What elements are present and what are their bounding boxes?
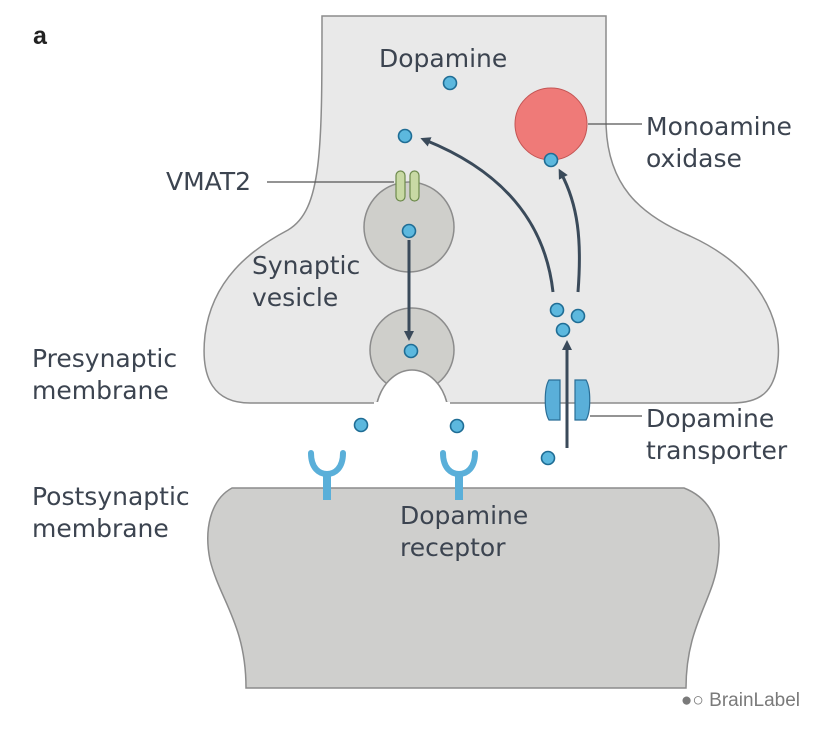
degradation-arrow — [558, 168, 581, 293]
transporter-label-line-1: Dopamine — [646, 404, 775, 433]
postsynaptic-label-line-2: membrane — [32, 514, 169, 543]
dopamine-receptor-label: Dopamine receptor — [400, 500, 528, 564]
dopamine-molecule — [397, 128, 413, 144]
presynaptic-label-line-1: Presynaptic — [32, 344, 178, 373]
dopamine-receptor-right — [440, 450, 478, 500]
synaptic-vesicle-label: Synaptic vesicle — [252, 250, 360, 314]
dopamine-molecule — [570, 308, 586, 324]
panel-label: a — [33, 22, 47, 50]
presynaptic-membrane-label: Presynaptic membrane — [32, 343, 177, 407]
watermark: ●○ BrainLabel — [681, 690, 800, 712]
monoamine-oxidase-enzyme — [514, 87, 588, 161]
dopamine-molecule — [353, 417, 369, 433]
mao-label-line-1: Monoamine — [646, 112, 792, 141]
postsynaptic-label-line-1: Postsynaptic — [32, 482, 190, 511]
mao-label-line-2: oxidase — [646, 144, 742, 173]
dopamine-molecule — [449, 418, 465, 434]
postsynaptic-membrane-label: Postsynaptic membrane — [32, 481, 190, 545]
dopamine-molecule — [540, 450, 556, 466]
postsynaptic-terminal — [207, 487, 720, 689]
dopamine-molecules — [353, 75, 586, 466]
dopamine-molecule — [543, 152, 559, 168]
dopamine-molecule — [401, 223, 417, 239]
dopamine-molecule — [403, 343, 419, 359]
watermark-text: BrainLabel — [709, 690, 800, 711]
dopamine-transporter-channel — [544, 379, 591, 421]
dopamine-transporter-label: Dopamine transporter — [646, 403, 787, 467]
vesicle-label-line-1: Synaptic — [252, 251, 361, 280]
monoamine-oxidase-label: Monoamine oxidase — [646, 111, 792, 175]
receptor-label-line-2: receptor — [400, 533, 506, 562]
wechat-icon: ●○ — [680, 690, 704, 711]
receptor-label-line-1: Dopamine — [400, 501, 529, 530]
transporter-label-line-2: transporter — [646, 436, 788, 465]
dopamine-molecule — [549, 302, 565, 318]
dopamine-receptor-left — [308, 450, 346, 500]
dopamine-molecule — [442, 75, 458, 91]
dopamine-molecule — [555, 322, 571, 338]
presynaptic-label-line-2: membrane — [32, 376, 169, 405]
dopamine-label: Dopamine — [379, 44, 508, 73]
vmat2-channel — [395, 170, 420, 202]
recycle-arrow — [420, 137, 555, 293]
vesicle-label-line-2: vesicle — [252, 283, 339, 312]
vmat2-label: VMAT2 — [166, 167, 252, 196]
